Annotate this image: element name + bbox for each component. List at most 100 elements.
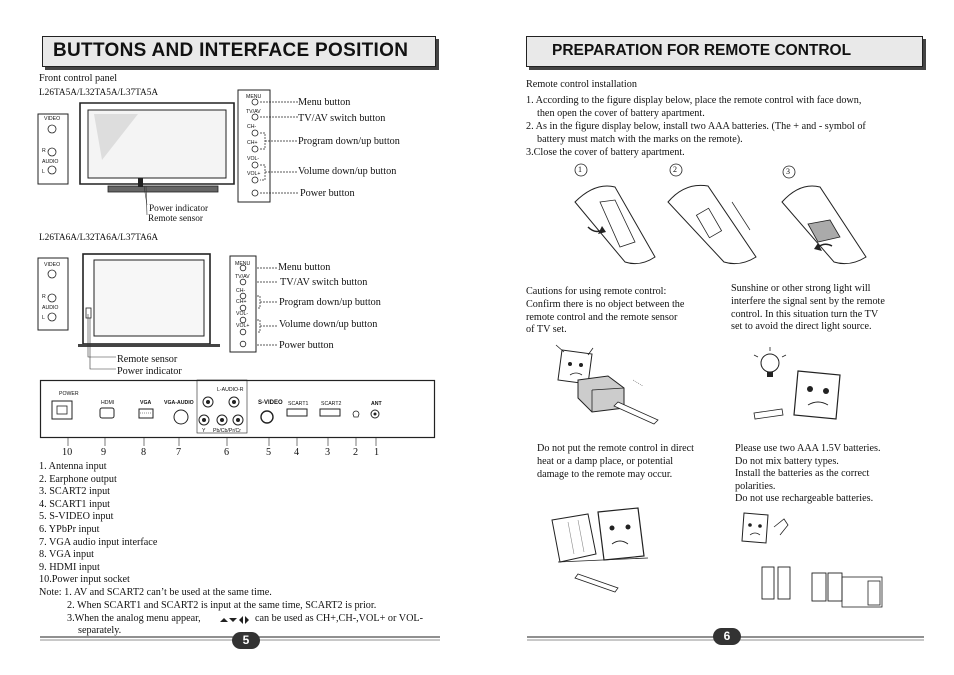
- caution-a: Cautions for using remote control: Confi…: [526, 286, 684, 337]
- install-step-1: 1. According to the figure display below…: [526, 95, 862, 106]
- callout-b-program: Program down/up button: [279, 297, 381, 308]
- rear-number-8: 8: [141, 447, 147, 458]
- caution-line: control. In this situation turn the TV: [731, 308, 879, 320]
- cartoon-strong-light: [753, 347, 841, 420]
- rear-scart1-label: SCART1: [288, 401, 309, 407]
- caution-line: damage to the remote may occur.: [537, 468, 673, 480]
- list-item: 6. YPbPr input: [39, 523, 100, 535]
- caution-line: of TV set.: [526, 324, 567, 336]
- tv-b-illustration: [37, 253, 220, 370]
- figure-number-2: 2: [673, 165, 677, 174]
- rear-number-4: 4: [294, 447, 300, 458]
- model-a-label: L26TA5A/L32TA5A/L37TA5A: [39, 88, 159, 98]
- rear-hdmi-label: HDMI: [101, 400, 115, 406]
- install-step-2-cont: battery must match with the marks on the…: [537, 134, 743, 145]
- panel-a-volminus-label: VOL-: [247, 156, 260, 162]
- list-item: 2. Earphone output: [39, 473, 117, 485]
- model-b-label: L26TA6A/L32TA6A/L37TA6A: [39, 233, 159, 243]
- indicator-a-power: Power indicator: [149, 204, 209, 214]
- page-number-right: 6: [713, 628, 741, 645]
- install-step-2: 2. As in the figure display below, insta…: [526, 121, 866, 132]
- rear-vga-label: VGA: [140, 400, 152, 406]
- rear-number-3: 3: [325, 447, 331, 458]
- caution-line: Do not put the remote control in direct: [537, 443, 695, 454]
- tv-b-l-label: L: [42, 315, 45, 321]
- rear-vga-audio-label: VGA-AUDIO: [164, 400, 194, 406]
- tv-a-illustration: [37, 102, 235, 216]
- callout-a-menu: Menu button: [298, 97, 351, 108]
- list-item: 8. VGA input: [39, 549, 95, 561]
- control-panel-b: [229, 255, 277, 353]
- callout-b-power: Power button: [279, 340, 334, 351]
- left-page-title: BUTTONS AND INTERFACE POSITION: [53, 40, 409, 61]
- cartoon-obstacle: [555, 344, 659, 425]
- rear-pbpr-label: Pb/Cb/Pr/Cr: [213, 428, 241, 434]
- list-item: 9. HDMI input: [39, 561, 100, 573]
- list-item: 7. VGA audio input interface: [39, 536, 158, 548]
- note-3-start: 3.When the analog menu appear,: [67, 613, 201, 624]
- panel-a-chplus-label: CH+: [247, 140, 258, 146]
- panel-a-volplus-label: VOL+: [247, 171, 261, 177]
- caution-line: polarities.: [735, 480, 776, 492]
- caution-line: Install the batteries as the correct: [735, 468, 870, 480]
- caution-line: Confirm there is no object between the: [526, 298, 685, 310]
- right-page-title: PREPARATION FOR REMOTE CONTROL: [552, 42, 852, 59]
- indicator-b-power: Power indicator: [117, 366, 182, 377]
- cartoon-batteries: [741, 512, 883, 608]
- remote-figure-1: [574, 163, 656, 265]
- caution-b: Sunshine or other strong light will inte…: [731, 283, 885, 334]
- panel-b-chminus-label: CH-: [236, 288, 246, 294]
- rear-panel: [39, 379, 436, 446]
- indicator-a-sensor: Remote sensor: [148, 214, 203, 224]
- caution-line: Cautions for using remote control:: [526, 286, 667, 297]
- panel-a-chminus-label: CH-: [247, 124, 257, 130]
- panel-a-menu-label: MENU: [246, 94, 262, 100]
- remote-figure-2: [667, 163, 757, 265]
- callout-b-menu: Menu button: [278, 262, 331, 273]
- tv-a-l-label: L: [42, 169, 45, 175]
- rear-scart2-label: SCART2: [321, 401, 342, 407]
- caution-line: interfere the signal sent by the remote: [731, 295, 885, 307]
- interface-list: 1. Antenna input 2. Earphone output 3. S…: [39, 461, 157, 587]
- rear-number-1: 1: [374, 447, 380, 458]
- list-item: 3. SCART2 input: [39, 486, 110, 498]
- note-1: Note: 1. AV and SCART2 can’t be used at …: [39, 587, 272, 598]
- list-item: 4. SCART1 input: [39, 498, 110, 510]
- panel-b-tvav-label: TV/AV: [235, 274, 250, 280]
- rear-number-9: 9: [101, 447, 107, 458]
- caution-line: set to avoid the direct light source.: [731, 321, 872, 333]
- tv-a-audio-label: AUDIO: [42, 159, 59, 165]
- rear-number-2: 2: [353, 447, 359, 458]
- remote-figure-3: [781, 165, 867, 265]
- tv-a-r-label: R: [42, 148, 46, 154]
- callout-b-tvav: TV/AV switch button: [280, 277, 368, 288]
- panel-b-volminus-label: VOL-: [236, 311, 249, 317]
- control-panel-a: [237, 89, 298, 203]
- rear-number-5: 5: [266, 447, 272, 458]
- caution-line: Please use two AAA 1.5V batteries.: [735, 443, 881, 454]
- caution-line: Do not use rechargeable batteries.: [735, 493, 874, 505]
- install-step-1-cont: then open the cover of battery apartment…: [537, 108, 705, 119]
- caution-line: remote control and the remote sensor: [526, 311, 678, 323]
- figure-number-1: 1: [578, 165, 582, 174]
- callout-b-volume: Volume down/up button: [279, 319, 378, 330]
- indicator-b-sensor: Remote sensor: [117, 354, 178, 365]
- panel-a-tvav-label: TV/AV: [246, 109, 261, 115]
- list-item: 10.Power input socket: [39, 574, 130, 586]
- page-number-left: 5: [232, 632, 260, 649]
- caution-d: Please use two AAA 1.5V batteries. Do no…: [735, 443, 881, 506]
- panel-b-volplus-label: VOL+: [236, 323, 250, 329]
- right-title-banner: PREPARATION FOR REMOTE CONTROL: [526, 36, 923, 67]
- callout-a-power: Power button: [300, 188, 355, 199]
- rear-number-6: 6: [224, 447, 230, 458]
- tv-b-r-label: R: [42, 294, 46, 300]
- install-step-3: 3.Close the cover of battery apartment.: [526, 147, 685, 158]
- callout-a-tvav: TV/AV switch button: [298, 113, 386, 124]
- tv-a-video-jack-label: VIDEO: [44, 116, 61, 122]
- caution-line: Do not mix battery types.: [735, 455, 839, 467]
- rear-number-10: 10: [62, 447, 73, 458]
- callout-a-program: Program down/up button: [298, 136, 400, 147]
- note-2: 2. When SCART1 and SCART2 is input at th…: [67, 600, 377, 611]
- rear-ant-label: ANT: [371, 401, 382, 407]
- cartoon-heat-damp: [551, 507, 649, 593]
